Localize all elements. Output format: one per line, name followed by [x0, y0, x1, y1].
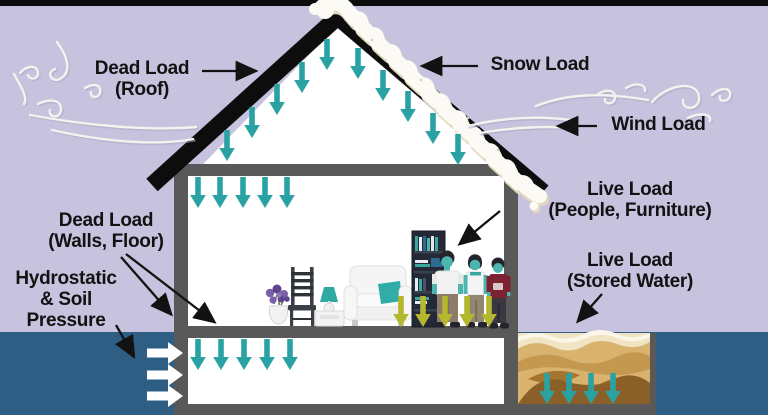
- label-line: Pressure: [26, 309, 106, 331]
- label-dead-load-roof: Dead Load (Roof): [72, 58, 212, 101]
- live-load-water-pointer-arrow: [575, 293, 603, 324]
- armchair: [343, 265, 413, 326]
- dead-load-floor-pointer-arrow: [125, 253, 217, 324]
- basement-interior: [186, 336, 506, 405]
- live-load-people-pointer-arrow: [457, 210, 501, 246]
- snow-on-roof: [309, 0, 549, 214]
- roof-left-slope: [146, 6, 348, 192]
- hydrostatic-pointer-arrow: [114, 324, 136, 360]
- label-live-load-water: Live Load (Stored Water): [540, 250, 720, 293]
- label-line: (Walls, Floor): [48, 230, 164, 252]
- label-snow-load: Snow Load: [470, 54, 610, 76]
- wind-swirls-left: [12, 40, 199, 146]
- top-border: [0, 0, 768, 6]
- side-table-lamp: [314, 287, 345, 327]
- label-hydrostatic-soil-pressure: Hydrostatic & Soil Pressure: [3, 268, 129, 332]
- label-line: Snow Load: [490, 54, 590, 75]
- chair: [288, 267, 316, 326]
- label-line: Dead Load: [58, 210, 154, 231]
- label-line: Hydrostatic: [15, 268, 117, 289]
- flower-vase: [265, 284, 290, 325]
- label-wind-load: Wind Load: [596, 114, 721, 136]
- house-frame: [174, 164, 656, 415]
- hydrostatic-pressure-arrows: [147, 342, 183, 407]
- floor-slab: [174, 326, 518, 338]
- label-pointers: [114, 55, 603, 360]
- right-wall: [504, 164, 518, 405]
- label-line: Dead Load: [94, 58, 190, 79]
- label-line: (Roof): [114, 78, 170, 100]
- dead-load-wall-pointer-arrow: [120, 256, 174, 317]
- label-line: (People, Furniture): [548, 199, 712, 221]
- label-live-load-people: Live Load (People, Furniture): [528, 179, 732, 222]
- person-2: [463, 254, 488, 328]
- label-line: & Soil: [39, 288, 93, 310]
- label-dead-load-walls: Dead Load (Walls, Floor): [28, 210, 184, 253]
- label-line: Live Load: [587, 250, 673, 271]
- label-line: (Stored Water): [567, 270, 693, 292]
- water-tank-edge: [650, 333, 656, 405]
- foundation-slab: [174, 404, 656, 415]
- label-line: Live Load: [587, 179, 673, 200]
- attic-gable: [178, 26, 524, 190]
- stored-water-tank: [518, 330, 650, 404]
- ceiling-slab: [174, 164, 518, 176]
- wind-swirls-right: [466, 83, 733, 136]
- label-line: Wind Load: [611, 114, 706, 135]
